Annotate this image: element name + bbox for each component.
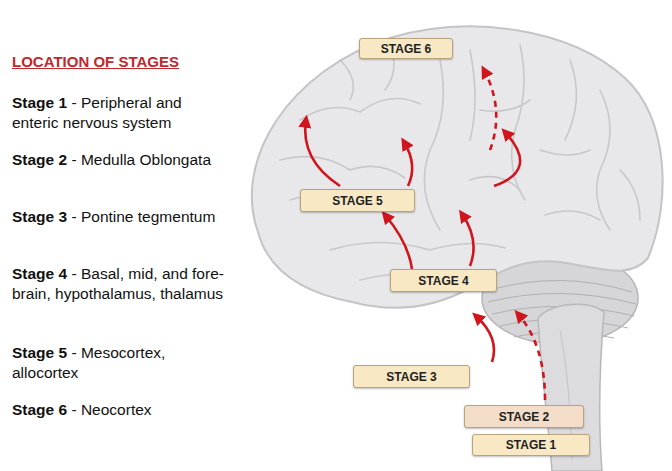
stage-name: Stage 5 <box>12 344 67 361</box>
stage-description: Stage 4 - Basal, mid, and fore-brain, hy… <box>12 264 227 304</box>
stage-label: STAGE 2 <box>499 410 549 424</box>
stage-description: Stage 1 - Peripheral and enteric nervous… <box>12 93 227 133</box>
stage-description: Stage 6 - Neocortex <box>12 400 227 420</box>
region-text: - Medulla Oblongata <box>71 151 211 168</box>
stage-description: Stage 3 - Pontine tegmentum <box>12 207 227 227</box>
stage-name: Stage 6 <box>12 401 67 418</box>
region-text: - Pontine tegmentum <box>71 208 215 225</box>
stage-box: STAGE 3 <box>353 365 470 388</box>
stage-box: STAGE 2 <box>464 405 584 428</box>
region-text: - Neocortex <box>71 401 151 418</box>
stage-label: STAGE 1 <box>506 438 556 452</box>
stage-name: Stage 3 <box>12 208 67 225</box>
legend-heading: LOCATION OF STAGES <box>12 53 179 70</box>
spread-arrow <box>385 215 412 269</box>
stage-box: STAGE 4 <box>390 269 497 292</box>
stage-label: STAGE 6 <box>381 42 431 56</box>
stage-label: STAGE 4 <box>418 274 468 288</box>
stage-description: Stage 5 - Mesocortex, allocortex <box>12 343 227 383</box>
stage-box: STAGE 5 <box>300 189 415 212</box>
stage-description: Stage 2 - Medulla Oblongata <box>12 150 227 170</box>
stage-name: Stage 1 <box>12 94 67 111</box>
stage-name: Stage 2 <box>12 151 67 168</box>
stage-label: STAGE 3 <box>386 370 436 384</box>
stage-name: Stage 4 <box>12 265 67 282</box>
stage-label: STAGE 5 <box>332 194 382 208</box>
stage-box: STAGE 6 <box>359 38 453 59</box>
stage-box: STAGE 1 <box>472 434 590 456</box>
